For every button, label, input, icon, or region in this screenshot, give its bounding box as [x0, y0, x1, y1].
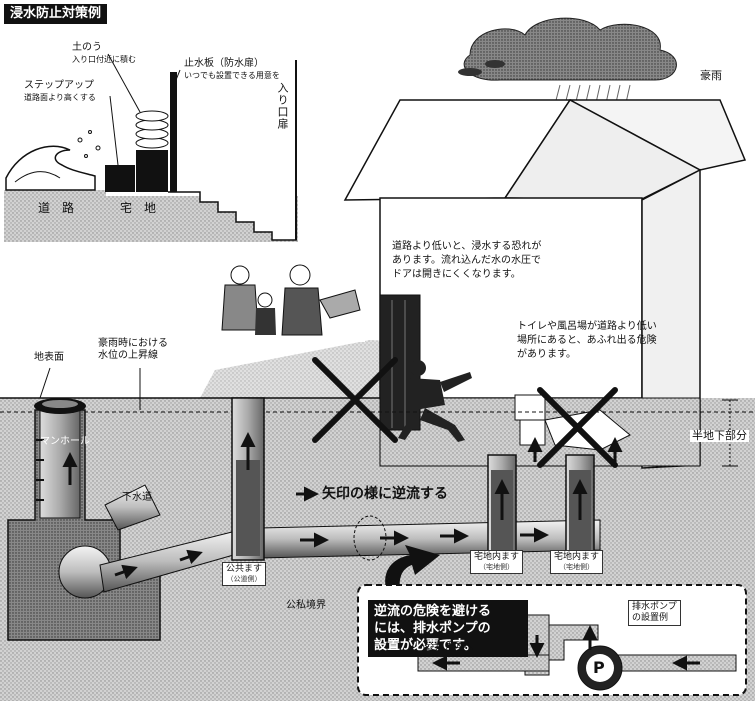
warning-line-2: には、排水ポンプの — [374, 621, 491, 636]
water-level-label: 豪雨時における 水位の上昇線 — [98, 338, 168, 362]
board-sub-text: いつでも設置できる用意を — [184, 71, 280, 80]
board-label-text: 止水板（防水扉） — [184, 58, 264, 69]
site-label: 宅 地 — [120, 201, 157, 215]
ground-surface-label: 地表面 — [34, 352, 64, 363]
sandbag-sub-text: 入り口付近に積む — [72, 55, 136, 64]
flood-note: 道路より低いと、浸水する恐れが あります。流れ込んだ水の水圧で ドアは開きにくく… — [392, 240, 541, 282]
backflow-arrows — [62, 432, 623, 580]
inset-diagram — [4, 53, 298, 242]
boundary-marker — [353, 515, 387, 561]
entrance-door-label: 入り口扉 — [276, 82, 289, 130]
x-mark-toilet — [537, 387, 618, 468]
sewer-label: 下水道 — [122, 492, 152, 503]
diagram-title: 浸水防止対策例 — [4, 4, 108, 24]
toilet-note: トイレや風呂場が道路より低い 場所にあると、あふれ出る危険 があります。 — [517, 320, 657, 362]
wave — [5, 145, 96, 191]
stepup-sub-text: 道路面より高くする — [24, 93, 96, 102]
pump-diagram — [417, 614, 737, 691]
private-basin-2-text: 宅地内ます — [554, 552, 600, 562]
toilet-note-line-3: があります。 — [517, 349, 576, 360]
public-basin-text: 公共ます — [226, 564, 263, 574]
public-basin-sub: （公道側） — [226, 575, 262, 583]
private-basin-1-text: 宅地内ます — [474, 552, 520, 562]
running-man — [398, 360, 472, 442]
people-evacuating — [215, 262, 365, 342]
x-mark-door — [312, 357, 398, 443]
warning-line-3: 設置が必要です。 — [374, 638, 477, 653]
step-up-block — [105, 165, 135, 192]
water-level-line-1: 豪雨時における — [98, 338, 168, 349]
private-basin-2-label: 宅地内ます （宅地側） — [550, 550, 604, 574]
backflow-label: 矢印の様に逆流する — [322, 486, 448, 502]
manhole-label: マンホール — [40, 436, 90, 447]
pump-example-text-2: の設置例 — [632, 613, 669, 623]
pump-example-label: 排水ポンプ の設置例 — [628, 600, 681, 626]
private-basin-1-label: 宅地内ます （宅地側） — [470, 550, 524, 574]
public-basin — [231, 397, 265, 561]
toilet-note-line-1: トイレや風呂場が道路より低い — [517, 321, 657, 332]
sandbag-label-text: 土のう — [72, 42, 102, 53]
public-basin-label: 公共ます （公道側） — [222, 562, 267, 586]
flood-note-line-3: ドアは開きにくくなります。 — [392, 269, 521, 280]
board-label: 止水板（防水扉） いつでも設置できる用意を — [184, 58, 280, 82]
warning-line-1: 逆流の危険を避ける — [374, 604, 492, 619]
road-label: 道 路 — [38, 201, 75, 215]
warning-box: 逆流の危険を避ける には、排水ポンプの 設置が必要です。 — [368, 600, 528, 657]
private-basin-1-sub: （宅地側） — [479, 563, 514, 571]
pump-icon-letter: P — [593, 658, 605, 677]
water-level-line-2: 水位の上昇線 — [98, 350, 158, 361]
sandbag-label: 土のう 入り口付近に積む — [72, 42, 136, 66]
stairs — [168, 191, 297, 241]
to-public-basin-label: 公共ますへ — [424, 642, 474, 653]
private-basin-2-sub: （宅地側） — [559, 563, 594, 571]
toilet-note-line-2: 場所にあると、あふれ出る危険 — [517, 335, 657, 346]
rain-cloud — [458, 17, 677, 81]
boundary-label: 公私境界 — [286, 600, 326, 611]
flood-note-line-1: 道路より低いと、浸水する恐れが — [392, 241, 542, 252]
stepup-label-text: ステップアップ — [24, 80, 94, 91]
sandbags — [135, 110, 169, 192]
semi-basement-label: 半地下部分 — [690, 429, 749, 442]
water-stop-board — [170, 72, 177, 192]
pump-example-text-1: 排水ポンプ — [632, 602, 677, 612]
stepup-label: ステップアップ 道路面より高くする — [24, 80, 96, 104]
flood-note-line-2: あります。流れ込んだ水の水圧で — [392, 255, 541, 266]
heavy-rain-label: 豪雨 — [700, 69, 722, 82]
